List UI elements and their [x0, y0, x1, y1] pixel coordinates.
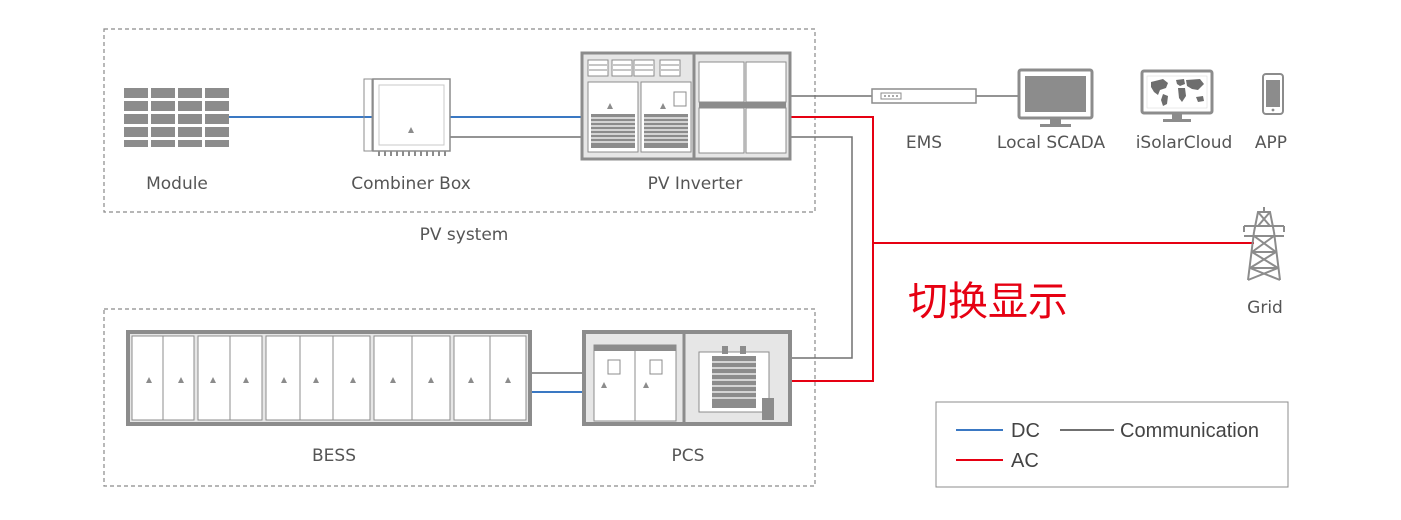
app-label: APP: [1255, 133, 1287, 153]
isolarcloud-label: iSolarCloud: [1136, 133, 1233, 153]
switch-display-text[interactable]: 切换显示: [908, 279, 1068, 325]
comm-line-inverter-pcs: [790, 136, 853, 359]
cloud-monitor-icon: [1140, 69, 1214, 122]
transmission-tower-icon: [1243, 207, 1285, 281]
module-label: Module: [146, 174, 208, 194]
legend-box: [935, 401, 1289, 488]
legend-ac-label: AC: [1011, 450, 1039, 472]
pv-system-title: PV system: [420, 225, 509, 245]
local-scada-label: Local SCADA: [997, 133, 1106, 153]
ems-label: EMS: [906, 133, 942, 153]
ac-line-inverter-bus: [790, 116, 874, 382]
world-map-icon: [1151, 79, 1204, 106]
combiner-box-icon: [363, 78, 451, 156]
combiner-box-label: Combiner Box: [351, 174, 471, 194]
grid-label: Grid: [1247, 298, 1283, 318]
pcs-container-icon: [582, 330, 792, 426]
pv-inverter-icon: [580, 51, 792, 161]
pv-module-icon: [124, 88, 229, 147]
pv-system-boundary: [103, 28, 816, 213]
pcs-label: PCS: [672, 446, 705, 466]
legend-communication-label: Communication: [1120, 420, 1259, 442]
storage-system-boundary: [103, 308, 816, 487]
bess-container-icon: [126, 330, 532, 426]
pv-inverter-label: PV Inverter: [648, 174, 743, 194]
legend-dc-label: DC: [1011, 420, 1040, 442]
phone-icon: [1262, 73, 1284, 115]
monitor-icon: [1017, 68, 1094, 127]
ems-icon: [871, 88, 977, 104]
bess-label: BESS: [312, 446, 356, 466]
